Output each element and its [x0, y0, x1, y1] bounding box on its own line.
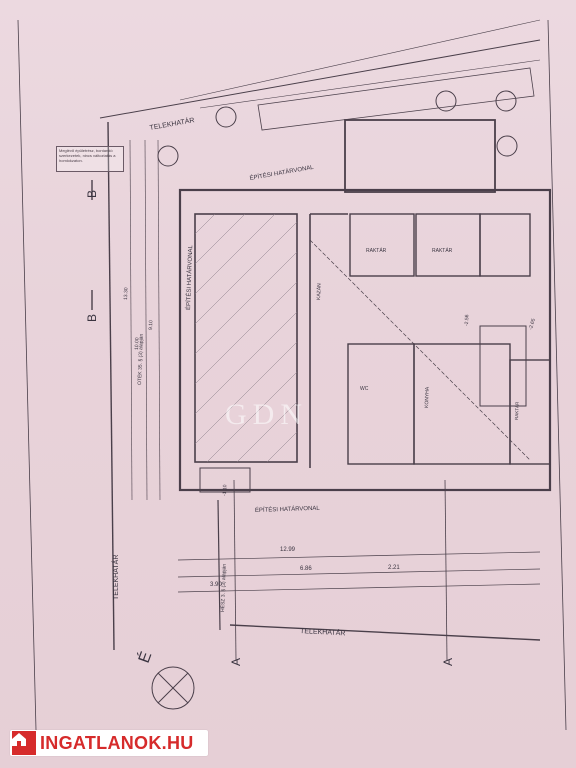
room-raktar-2: RAKTÁR: [432, 247, 453, 254]
dim-d1: 12.99: [280, 547, 296, 553]
room-wc: WC: [360, 386, 369, 392]
hesz-label: HÉSZ 3. § (3) alapján: [219, 564, 228, 613]
dim-d4: 3.90: [210, 582, 222, 588]
otek-label: OTÉK 35. § (3) alapján: [136, 333, 145, 385]
section-mark-b: B: [85, 314, 99, 322]
telekhatar-left-label: TELEKHATÁR: [111, 555, 120, 600]
telekhatar-bottom-label: TELEKHATÁR: [300, 626, 346, 637]
north-mark: É: [134, 649, 156, 666]
brand-name: INGATLANOK.HU: [40, 732, 194, 753]
epitesi-hatarvonal-left: ÉPÍTÉSI HATÁRVONAL: [185, 244, 194, 310]
house-icon: [12, 731, 36, 755]
plan-note: Meglévő épületrész, bontandó szerkezetek…: [56, 146, 124, 172]
brand-badge[interactable]: INGATLANOK.HU: [10, 730, 208, 756]
room-raktar-small: RAKTÁR: [513, 401, 520, 420]
watermark: GDN: [225, 398, 308, 431]
dim-d7: 13.30: [123, 287, 129, 300]
dim-d3: 2.21: [388, 565, 400, 571]
room-raktar-1: RAKTÁR: [366, 247, 387, 254]
section-mark-b2: B: [85, 190, 99, 198]
dim-d8: -2.65: [528, 318, 537, 331]
room-kazan: KAZÁN: [315, 283, 323, 300]
epitesi-hatarvonal-top: ÉPÍTÉSI HATÁRVONAL: [249, 164, 315, 182]
dim-d6: 9.10: [148, 320, 154, 330]
epitesi-hatarvonal-bottom: ÉPÍTÉSI HATÁRVONAL: [255, 505, 321, 514]
dim-d2: 6.86: [300, 566, 312, 572]
section-mark-a2: A: [229, 658, 243, 666]
room-konyha: KONYHA: [424, 386, 431, 408]
dim-d9: -1.10: [222, 484, 228, 496]
dim-d5: 10.00: [134, 337, 140, 350]
telekhatar-top-label: TELEKHATÁR: [149, 115, 195, 132]
dim-d10: -2.56: [464, 314, 470, 326]
section-mark-a: A: [441, 658, 455, 666]
